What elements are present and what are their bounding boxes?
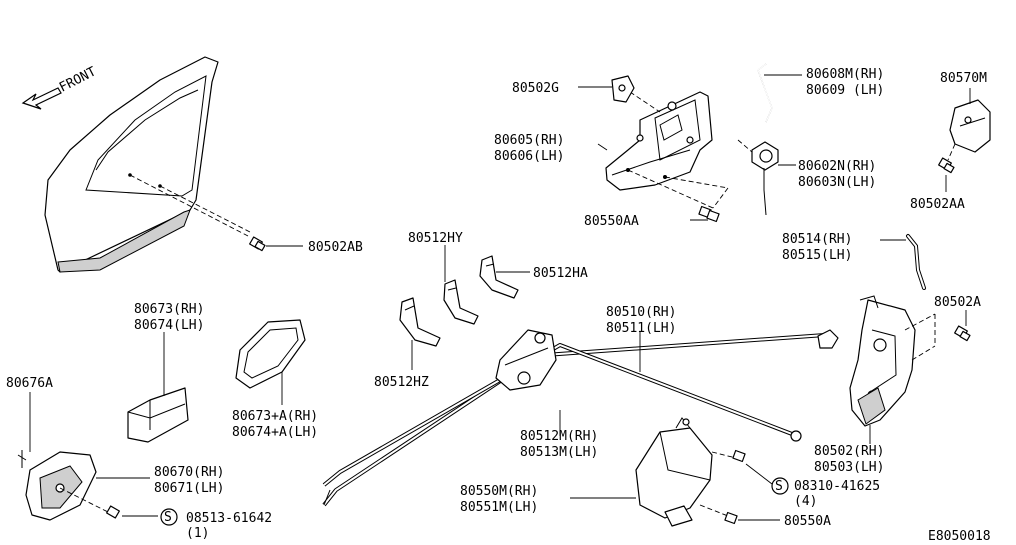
front-direction-arrow: FRONT: [21, 64, 99, 110]
bezel-80673a: [235, 319, 306, 405]
label-80502aa: 80502AA: [910, 197, 965, 212]
door-panel: [44, 56, 251, 273]
label-80510: 80510(RH): [606, 305, 676, 320]
clip-80512ha: [479, 255, 530, 299]
label-80570m: 80570M: [940, 71, 987, 86]
screw-08310: S: [732, 449, 789, 495]
label-80609: 80609 (LH): [806, 83, 884, 98]
screw-80676a: [17, 392, 31, 468]
cover-80673: [127, 332, 189, 443]
bolt-80502a: [954, 310, 971, 342]
bolt-80550a: [724, 511, 780, 525]
label-80502g: 80502G: [512, 81, 559, 96]
label-80674: 80674(LH): [134, 318, 204, 333]
label-80502a: 80502A: [934, 295, 981, 310]
label-80673a: 80673+A(RH): [232, 409, 318, 424]
clip-80512hy: [443, 245, 479, 325]
inside-handle-80670: [25, 451, 150, 521]
label-80550a: 80550A: [784, 514, 831, 529]
screw-08513: S: [106, 505, 178, 526]
label-80502ab: 80502AB: [308, 240, 363, 255]
bolt-80502aa: [938, 157, 955, 192]
screw-symbol-08310: [771, 477, 789, 495]
rods-80510-80512m: [322, 329, 839, 507]
label-80550m: 80550M(RH): [460, 484, 538, 499]
label-80502: 80502(RH): [814, 444, 884, 459]
label-80608m: 80608M(RH): [806, 67, 884, 82]
label-80512m: 80512M(RH): [520, 429, 598, 444]
label-80512hy: 80512HY: [408, 231, 463, 246]
cover-80550m: [570, 417, 737, 527]
screw-symbol-label-08513: S: [164, 510, 172, 525]
bolt-80502ab: [249, 236, 303, 252]
bellcrank-mechanism: [495, 329, 557, 391]
label-80503: 80503(LH): [814, 460, 884, 475]
label-08310-qty: (4): [794, 494, 817, 509]
screw-symbol-label-08310: S: [775, 479, 783, 494]
label-80670: 80670(RH): [154, 465, 224, 480]
label-80605: 80605(RH): [494, 133, 564, 148]
clip-80502g: [578, 75, 635, 103]
label-80511: 80511(LH): [606, 321, 676, 336]
front-label: FRONT: [57, 64, 99, 95]
label-80673: 80673(RH): [134, 302, 204, 317]
screw-symbol-08513: [160, 508, 178, 526]
door-lock-actuator-80502: [849, 295, 936, 427]
rod-80514: [880, 234, 926, 290]
label-80515: 80515(LH): [782, 248, 852, 263]
label-80602n: 80602N(RH): [798, 159, 876, 174]
label-80513m: 80513M(LH): [520, 445, 598, 460]
label-80512hz: 80512HZ: [374, 375, 429, 390]
diagram-code: E8050018: [928, 529, 991, 544]
key-cylinder-80602n: [737, 139, 796, 216]
bracket-80570m: [947, 88, 991, 161]
label-80606: 80606(LH): [494, 149, 564, 164]
label-08310: 08310-41625: [794, 479, 880, 494]
label-80671: 80671(LH): [154, 481, 224, 496]
label-08513-qty: (1): [186, 526, 209, 541]
label-80550aa: 80550AA: [584, 214, 639, 229]
label-80512ha: 80512HA: [533, 266, 588, 281]
label-80674a: 80674+A(LH): [232, 425, 318, 440]
label-08513: 08513-61642: [186, 511, 272, 526]
clip-80512hz: [399, 297, 441, 370]
rod-80608m: [757, 63, 802, 123]
label-80603n: 80603N(LH): [798, 175, 876, 190]
label-80514: 80514(RH): [782, 232, 852, 247]
bolt-80550aa: [690, 205, 720, 223]
label-80551m: 80551M(LH): [460, 500, 538, 515]
label-80676a: 80676A: [6, 376, 53, 391]
outside-handle-80605: [605, 91, 729, 209]
